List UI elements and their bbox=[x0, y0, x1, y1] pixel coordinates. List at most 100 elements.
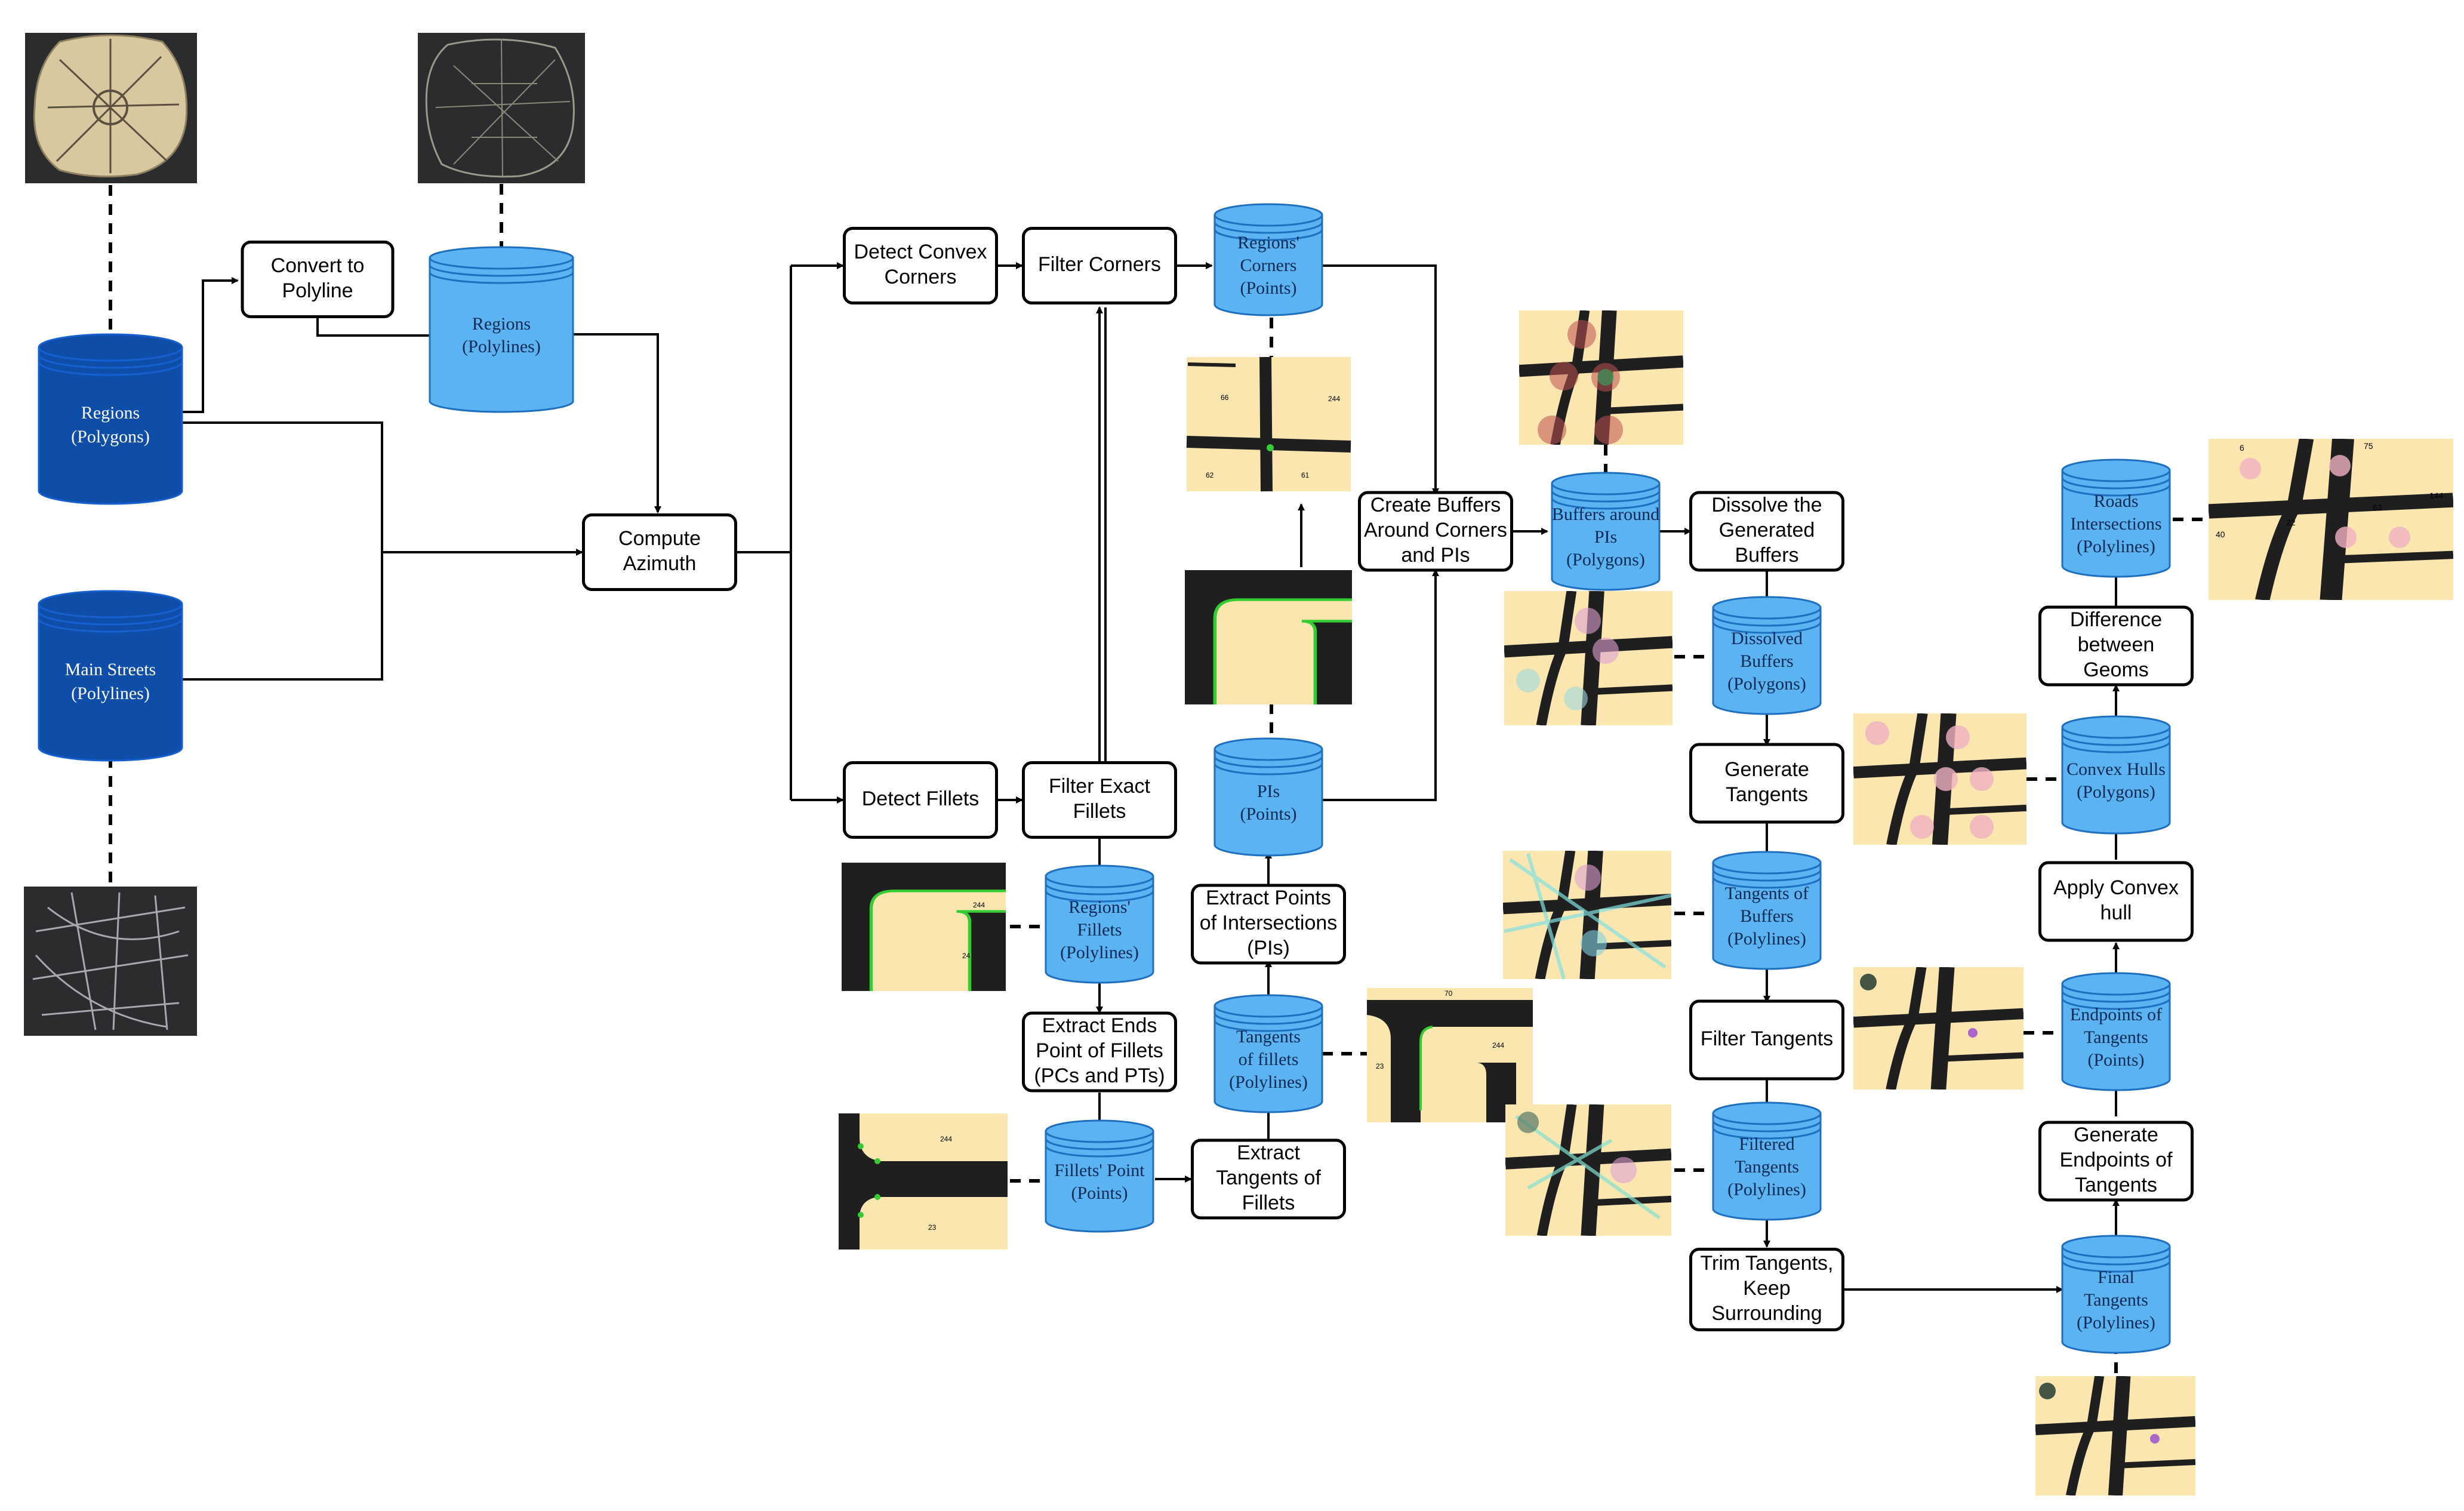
label-line: Fillets bbox=[1073, 800, 1126, 823]
regions-polylines-thumbnail bbox=[418, 33, 585, 183]
regions-map-thumbnail bbox=[25, 33, 197, 183]
label-line: Difference bbox=[2070, 608, 2162, 631]
label-line: Apply Convex bbox=[2053, 876, 2179, 899]
label-line: Buffers bbox=[1735, 544, 1798, 567]
main-streets-thumbnail bbox=[24, 887, 197, 1036]
label-line: (Polylines) bbox=[1229, 1072, 1308, 1092]
svg-text:66: 66 bbox=[1221, 393, 1229, 402]
label-line: Regions bbox=[472, 314, 531, 334]
fillets-point-thumbnail: 244 23 bbox=[839, 1113, 1008, 1250]
label-line: (Polylines) bbox=[2077, 537, 2155, 556]
label-line: Convex Hulls bbox=[2066, 759, 2166, 779]
svg-text:61: 61 bbox=[1301, 471, 1310, 479]
svg-text:62: 62 bbox=[1206, 471, 1214, 479]
label-line: Final bbox=[2098, 1267, 2135, 1287]
svg-text:244: 244 bbox=[973, 901, 985, 909]
label-line: Geoms bbox=[2083, 658, 2149, 681]
svg-text:75: 75 bbox=[2364, 441, 2373, 451]
label-line: Dissolve the bbox=[1711, 494, 1822, 516]
label-line: Buffers around bbox=[1552, 504, 1659, 524]
label-line: Intersections bbox=[2070, 514, 2161, 534]
convex-hulls-thumbnail bbox=[1853, 713, 2026, 845]
label-line: Tangents bbox=[1236, 1027, 1301, 1047]
label-line: Extract Ends bbox=[1042, 1014, 1157, 1037]
datastore-pis: PIs(Points) bbox=[1213, 737, 1323, 857]
dissolved-buffers-thumbnail bbox=[1504, 591, 1673, 725]
label-line: (Polygons) bbox=[1566, 550, 1645, 570]
label-line: Extract Points bbox=[1206, 887, 1331, 909]
process-filter-corners: Filter Corners bbox=[1022, 227, 1177, 304]
label-line: (Points) bbox=[1071, 1183, 1128, 1203]
label-line: Regions' bbox=[1068, 897, 1131, 917]
label-line: PIs bbox=[1594, 527, 1617, 547]
label-line: Compute bbox=[618, 527, 701, 550]
label-line: Fillets bbox=[1077, 920, 1122, 940]
buffers-pis-thumbnail bbox=[1519, 310, 1683, 445]
label-line: (Points) bbox=[2087, 1050, 2144, 1070]
label-line: (Polylines) bbox=[1727, 929, 1806, 949]
pis-source-thumbnail bbox=[1185, 570, 1352, 704]
svg-text:63: 63 bbox=[2373, 503, 2382, 512]
datastore-main-streets: Main Streets(Polylines) bbox=[38, 590, 183, 762]
label-line: Endpoints of bbox=[2070, 1005, 2162, 1024]
label-line: Point of Fillets bbox=[1036, 1039, 1163, 1062]
label-line: Buffers bbox=[1740, 651, 1793, 671]
label-line: (Polylines) bbox=[71, 684, 150, 703]
datastore-tangents-fillets: Tangents of fillets (Polylines) bbox=[1213, 994, 1323, 1113]
label-line: of fillets bbox=[1239, 1050, 1299, 1069]
endpoints-thumbnail bbox=[1853, 967, 2023, 1090]
svg-text:244: 244 bbox=[1492, 1041, 1504, 1050]
label-line: Azimuth bbox=[623, 552, 697, 575]
label-line: Regions' bbox=[1237, 233, 1299, 253]
svg-text:70: 70 bbox=[1444, 989, 1453, 998]
corners-thumbnail: 66 244 62 61 bbox=[1186, 356, 1351, 492]
datastore-fillets-point: Fillets' Point(Points) bbox=[1045, 1119, 1154, 1233]
label-line: Tangents bbox=[1726, 783, 1808, 806]
label-line: between bbox=[2078, 633, 2155, 656]
label-line: Filter Corners bbox=[1038, 253, 1161, 276]
label-line: Polyline bbox=[282, 279, 353, 302]
svg-text:23: 23 bbox=[928, 1223, 937, 1232]
process-detect-fillets: Detect Fillets bbox=[843, 761, 998, 839]
datastore-convex-hulls: Convex Hulls (Polygons) bbox=[2061, 715, 2171, 835]
label-line: (PIs) bbox=[1247, 937, 1290, 959]
label-line: Corners bbox=[1240, 256, 1297, 275]
tangents-fillets-thumbnail: 70 244 23 bbox=[1367, 988, 1533, 1122]
datastore-regions-fillets: Regions'Fillets(Polylines) bbox=[1045, 864, 1154, 984]
label-line: PIs bbox=[1257, 781, 1280, 801]
filtered-tangents-thumbnail bbox=[1505, 1104, 1671, 1236]
label-line: Roads bbox=[2094, 491, 2139, 511]
label-line: Dissolved bbox=[1731, 629, 1803, 648]
roads-intersections-thumbnail: 6 75 63 144 22 40 bbox=[2209, 439, 2453, 600]
label-line: Tangents bbox=[2084, 1290, 2148, 1310]
svg-text:6: 6 bbox=[2240, 443, 2244, 453]
label-line: Create Buffers bbox=[1370, 494, 1501, 516]
label-line: (Polylines) bbox=[462, 337, 541, 356]
tangents-buffers-thumbnail bbox=[1503, 851, 1672, 980]
regions-fillets-thumbnail: 244 24 bbox=[842, 863, 1006, 991]
label-line: (Points) bbox=[1240, 278, 1296, 298]
label-line: Tangents of bbox=[1216, 1167, 1321, 1189]
label-line: Tangents bbox=[2075, 1174, 2157, 1196]
datastore-regions-polylines: Regions (Polylines) bbox=[429, 246, 574, 413]
map-thumbnails: 244 24 244 23 70 244 23 bbox=[24, 33, 2453, 1495]
svg-text:244: 244 bbox=[1328, 395, 1340, 403]
datastore-regions-corners: Regions' Corners (Points) bbox=[1213, 203, 1323, 316]
label-line: (Polygons) bbox=[2077, 782, 2155, 802]
label-line: and PIs bbox=[1401, 544, 1470, 567]
label-line: Corners bbox=[885, 266, 957, 288]
label-line: (Polylines) bbox=[1727, 1180, 1806, 1199]
label-line: Tangents bbox=[2084, 1027, 2148, 1047]
